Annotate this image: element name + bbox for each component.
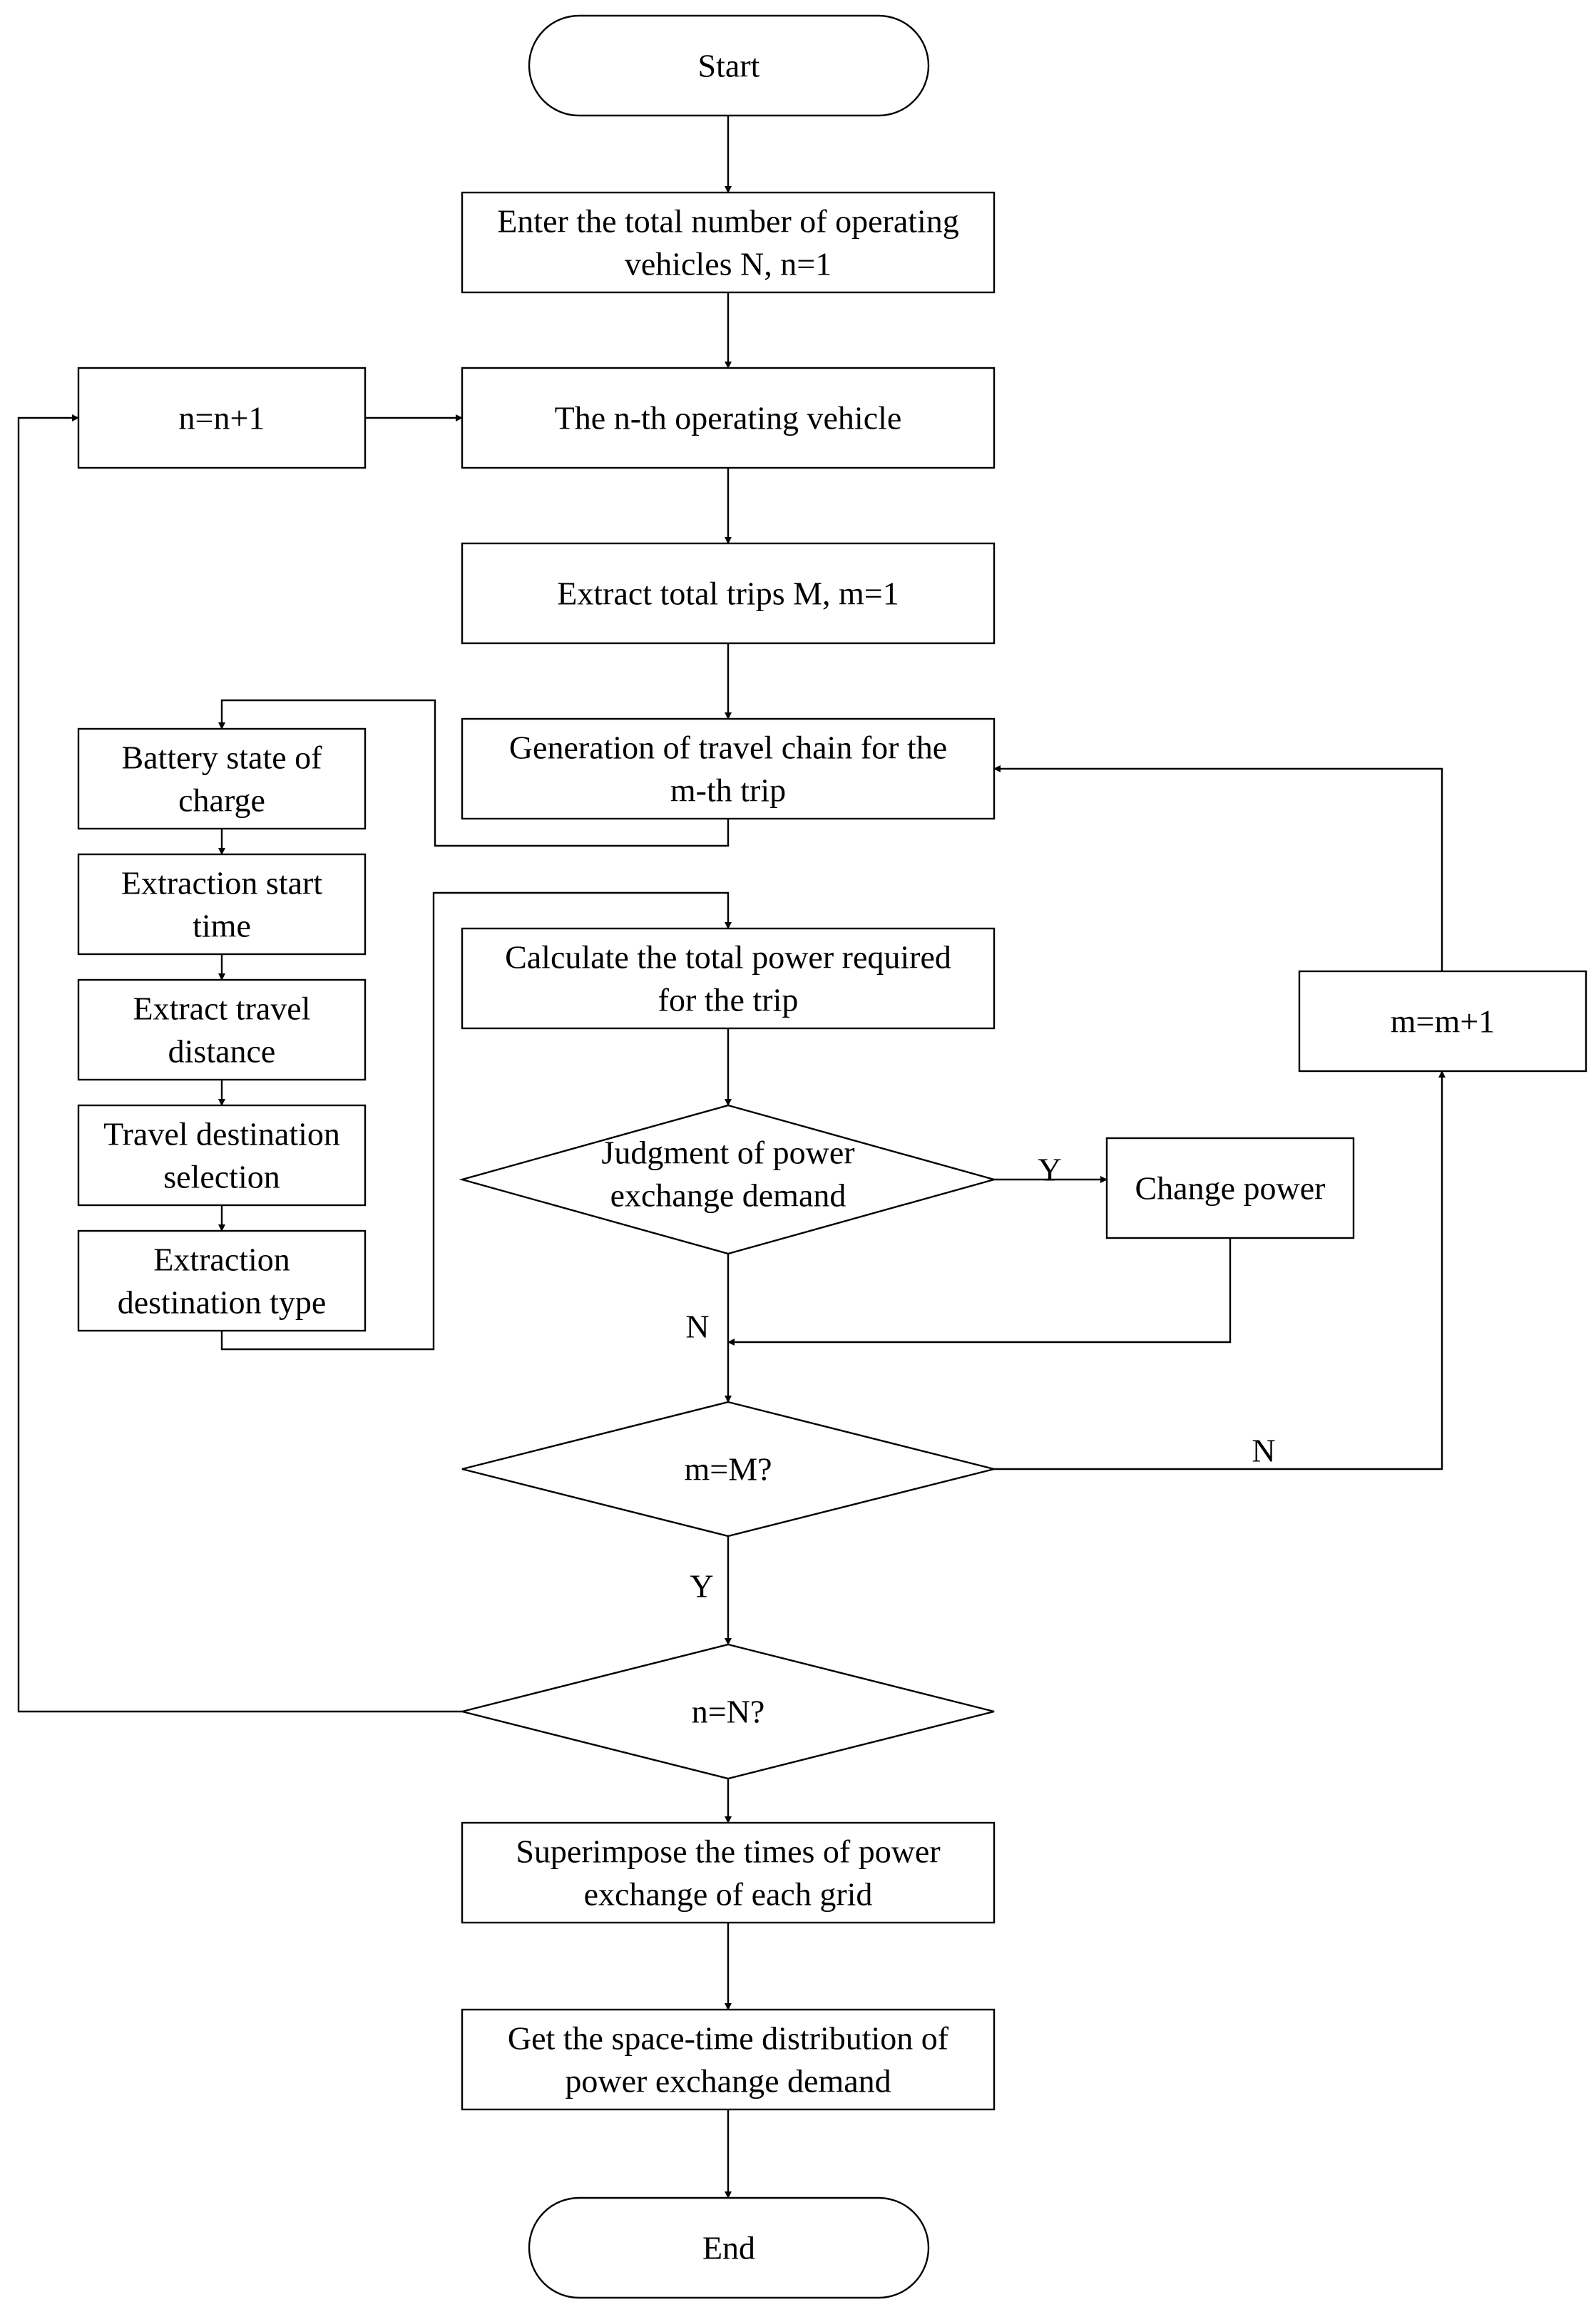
node-label: Extraction	[153, 1242, 290, 1278]
node-label: Enter the total number of operating	[497, 203, 959, 240]
dest-type-box: Extraction destination type	[77, 1229, 367, 1332]
node-label: m-th trip	[670, 772, 786, 809]
destination-box: Travel destination selection	[77, 1104, 367, 1207]
node-label: Start	[698, 48, 760, 84]
chain-box: Generation of travel chain for the m-th t…	[461, 717, 996, 820]
node-label: Extraction start	[121, 865, 323, 901]
edge-label-judgment-yes: Y	[1038, 1152, 1061, 1188]
node-label: End	[702, 2230, 755, 2266]
enter-box: Enter the total number of operating vehic…	[461, 191, 996, 294]
edge-chain-battery	[218, 699, 730, 847]
edge-neq-nplus	[17, 414, 462, 1713]
m-equals-M-decision: m=M?	[461, 1401, 995, 1538]
edge-change-merge	[727, 1238, 1232, 1346]
judgment-decision: Judgment of power exchange demand	[459, 1104, 998, 1255]
edge-meq-mplus	[994, 1070, 1446, 1470]
node-label: Generation of travel chain for the	[509, 730, 947, 766]
node-label: vehicles N, n=1	[625, 246, 832, 282]
node-label: selection	[163, 1159, 280, 1195]
node-label: for the trip	[658, 982, 799, 1018]
node-label: destination type	[118, 1284, 327, 1321]
node-label: Calculate the total power required	[505, 939, 951, 976]
node-label: Change power	[1135, 1170, 1326, 1207]
end-terminal: End	[528, 2196, 930, 2299]
node-label: m=M?	[684, 1451, 772, 1488]
mplus-box: m=m+1	[1298, 970, 1587, 1073]
node-label: time	[193, 908, 251, 944]
edge-desttype-calc	[220, 891, 732, 1351]
node-label: exchange demand	[610, 1177, 846, 1214]
node-label: n=N?	[692, 1694, 765, 1730]
start-time-box: Extraction start time	[77, 853, 367, 956]
n-equals-N-decision: n=N?	[461, 1643, 995, 1780]
node-label: Extract total trips M, m=1	[557, 576, 899, 612]
edge-label-judgment-no: N	[685, 1309, 709, 1345]
edge-label-m-no: N	[1252, 1433, 1275, 1469]
nplus-box: n=n+1	[77, 367, 367, 469]
node-label: Battery state of	[121, 740, 322, 776]
edge-label-m-yes: Y	[690, 1568, 713, 1605]
battery-box: Battery state of charge	[77, 727, 367, 830]
node-label: Extract travel	[133, 991, 310, 1027]
node-label: Judgment of power	[601, 1135, 854, 1171]
node-label: The n-th operating vehicle	[555, 400, 902, 436]
node-label: power exchange demand	[565, 2063, 891, 2099]
nth-box: The n-th operating vehicle	[461, 367, 996, 469]
node-label: charge	[178, 782, 265, 819]
calc-box: Calculate the total power required for th…	[461, 927, 996, 1030]
node-label: n=n+1	[179, 400, 265, 436]
start-terminal: Start	[528, 14, 930, 117]
edge-mplus-chain	[993, 765, 1443, 971]
node-label: m=m+1	[1391, 1003, 1495, 1040]
node-label: distance	[168, 1033, 276, 1070]
superimpose-box: Superimpose the times of power exchange o…	[461, 1821, 996, 1924]
node-label: exchange of each grid	[584, 1876, 873, 1913]
distribution-box: Get the space-time distribution of power …	[461, 2008, 996, 2111]
node-label: Superimpose the times of power	[516, 1833, 940, 1870]
node-label: Get the space-time distribution of	[508, 2020, 949, 2057]
extract-trips-box: Extract total trips M, m=1	[461, 542, 996, 645]
node-label: Travel destination	[103, 1116, 340, 1152]
change-box: Change power	[1105, 1137, 1355, 1239]
distance-box: Extract travel distance	[77, 978, 367, 1081]
